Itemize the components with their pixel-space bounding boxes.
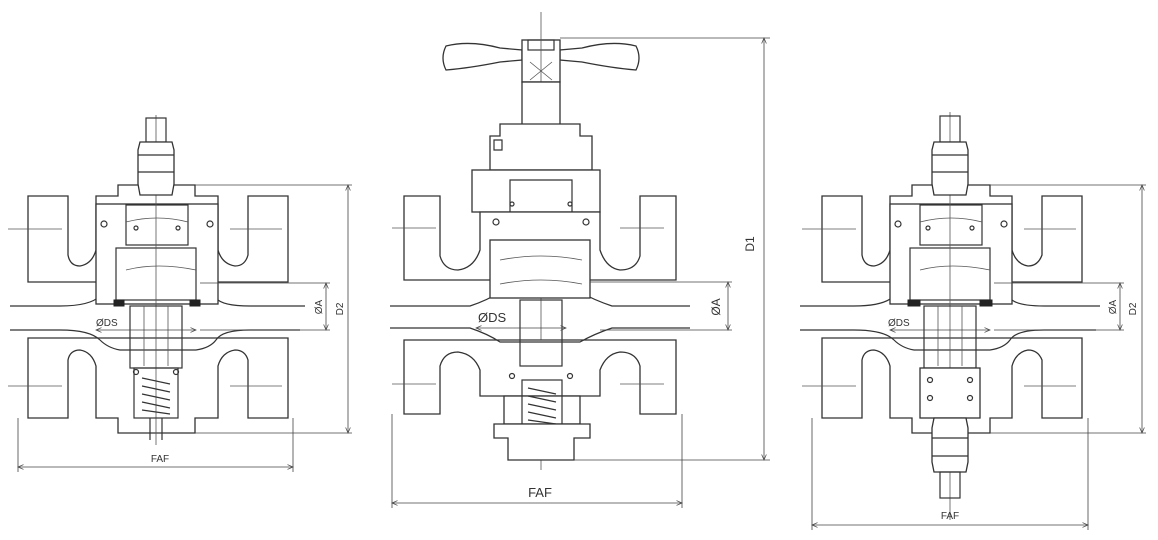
center-ods-label: ØDS	[478, 310, 507, 325]
left-cage	[95, 203, 219, 305]
center-upper-flange	[403, 195, 677, 281]
center-lower-flange	[403, 339, 677, 415]
left-oa-label: ØA	[314, 299, 325, 314]
center-oa-label: ØA	[709, 298, 723, 315]
right-cage	[889, 203, 1013, 305]
valve-left: ØDS ØA D2 FAF	[8, 115, 352, 472]
left-ods-label: ØDS	[96, 318, 118, 329]
left-lower-flange	[27, 337, 289, 434]
center-faf-label: FAF	[528, 485, 552, 500]
valve-center: ØDS ØA D1 FAF	[390, 12, 770, 508]
left-faf-label: FAF	[151, 454, 169, 465]
right-ods-label: ØDS	[888, 318, 910, 329]
center-d1-label: D1	[743, 236, 757, 252]
left-d2-label: D2	[335, 302, 346, 315]
center-handwheel	[442, 42, 523, 71]
right-faf-label: FAF	[941, 511, 959, 522]
valve-right: ØDS ØA D2 FAF	[800, 112, 1146, 530]
right-oa-label: ØA	[1108, 299, 1119, 314]
right-d2-label: D2	[1128, 302, 1139, 315]
